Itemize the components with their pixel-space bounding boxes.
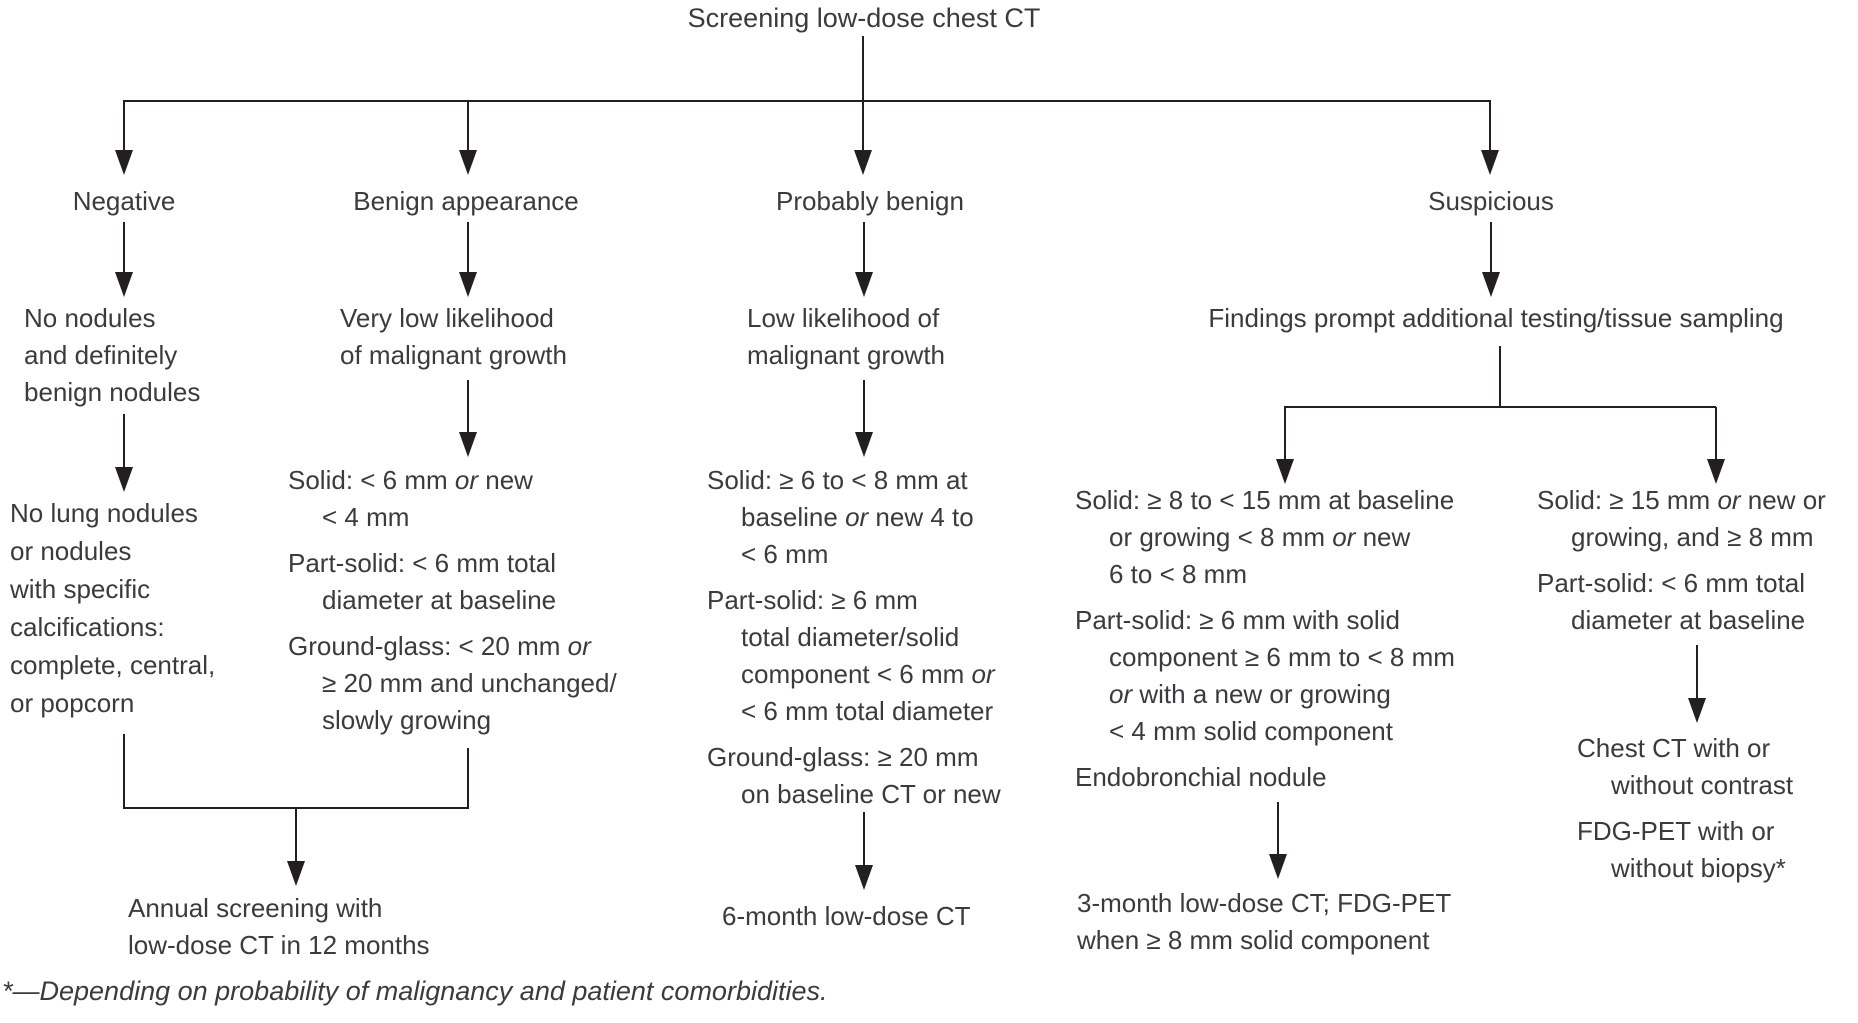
- benign-criteria: Solid: < 6 mm or new < 4 mm Part-solid: …: [288, 462, 617, 739]
- criteria-line: Endobronchial nodule: [1075, 762, 1327, 792]
- arrow-suspicious-summary: [1482, 222, 1500, 297]
- criteria-line: or with a new or growing: [1109, 679, 1391, 709]
- top-rail-line: [123, 100, 1491, 102]
- arrow-title-to-probably-benign: [854, 36, 872, 175]
- flowchart-title: Screening low-dose chest CT: [687, 3, 1041, 33]
- summary-line: Low likelihood of: [747, 303, 940, 333]
- criteria-line: or popcorn: [10, 688, 135, 718]
- outcome-line: without contrast: [1611, 770, 1794, 800]
- criteria-line: < 6 mm: [741, 539, 829, 569]
- merge-right-line: [467, 748, 469, 808]
- suspicious-left-outcome: 3-month low-dose CT; FDG-PET when ≥ 8 mm…: [1077, 885, 1451, 959]
- annual-screening-outcome: Annual screening with low-dose CT in 12 …: [128, 890, 430, 964]
- arrow-probably-benign-summary: [855, 222, 873, 297]
- outcome-line: Annual screening with: [128, 893, 383, 923]
- criteria-line: < 4 mm solid component: [1109, 716, 1393, 746]
- summary-line: of malignant growth: [340, 340, 567, 370]
- criteria-line: < 6 mm total diameter: [741, 696, 994, 726]
- summary-line: No nodules: [24, 303, 156, 333]
- criteria-line: Ground-glass: < 20 mm or: [288, 631, 591, 661]
- label-suspicious: Suspicious: [1428, 186, 1554, 216]
- criteria-line: No lung nodules: [10, 498, 198, 528]
- arrow-suspicious-left: [1276, 407, 1294, 484]
- arrow-negative-criteria: [115, 414, 133, 492]
- negative-criteria: No lung nodules or nodules with specific…: [10, 494, 215, 722]
- criteria-line: slowly growing: [322, 705, 492, 735]
- arrow-suspicious-right: [1707, 407, 1725, 484]
- suspicious-right-criteria: Solid: ≥ 15 mm or new or growing, and ≥ …: [1537, 482, 1826, 639]
- criteria-line: Part-solid: ≥ 6 mm: [707, 585, 918, 615]
- summary-line: benign nodules: [24, 377, 201, 407]
- label-benign-appearance: Benign appearance: [353, 186, 579, 216]
- criteria-line: complete, central,: [10, 650, 216, 680]
- criteria-line: ≥ 20 mm and unchanged/: [322, 668, 617, 698]
- merge-left-line: [123, 734, 125, 808]
- criteria-line: Part-solid: < 6 mm total: [1537, 568, 1806, 598]
- criteria-line: Part-solid: ≥ 6 mm with solid: [1075, 605, 1400, 635]
- label-negative: Negative: [72, 186, 176, 216]
- footnote: *—Depending on probability of malignancy…: [2, 976, 828, 1006]
- suspicious-drop-line: [1499, 346, 1501, 407]
- criteria-line: Solid: ≥ 6 to < 8 mm at: [707, 465, 968, 495]
- criteria-line: total diameter/solid: [741, 622, 960, 652]
- outcome-line: when ≥ 8 mm solid component: [1077, 925, 1430, 955]
- negative-summary: No nodules and definitely benign nodules: [24, 300, 200, 411]
- label-probably-benign: Probably benign: [776, 186, 964, 216]
- arrow-chest-ct: [1688, 645, 1706, 723]
- outcome-line: 6-month low-dose CT: [722, 901, 971, 931]
- criteria-line: component < 6 mm or: [741, 659, 995, 689]
- probably-benign-summary: Low likelihood of malignant growth: [747, 300, 945, 374]
- criteria-line: 6 to < 8 mm: [1109, 559, 1247, 589]
- arrow-6-month-ct: [855, 812, 873, 890]
- arrow-rail-to-suspicious: [1481, 100, 1499, 175]
- outcome-line: Chest CT with or: [1577, 733, 1771, 763]
- arrow-rail-to-negative: [115, 100, 133, 175]
- criteria-line: Ground-glass: ≥ 20 mm: [707, 742, 979, 772]
- criteria-line: Solid: ≥ 15 mm or new or: [1537, 485, 1826, 515]
- criteria-line: Solid: < 6 mm or new: [288, 465, 533, 495]
- outcome-line: without biopsy*: [1611, 853, 1786, 883]
- arrow-benign-criteria: [459, 380, 477, 457]
- criteria-line: component ≥ 6 mm to < 8 mm: [1109, 642, 1455, 672]
- outcome-line: 3-month low-dose CT; FDG-PET: [1077, 888, 1452, 918]
- criteria-line: baseline or new 4 to: [741, 502, 974, 532]
- outcome-line: FDG-PET with or: [1577, 816, 1775, 846]
- summary-line: malignant growth: [747, 340, 945, 370]
- summary-line: and definitely: [24, 340, 178, 370]
- criteria-line: growing, and ≥ 8 mm: [1571, 522, 1814, 552]
- criteria-line: with specific: [10, 574, 151, 604]
- benign-summary: Very low likelihood of malignant growth: [340, 300, 567, 374]
- probably-benign-criteria: Solid: ≥ 6 to < 8 mm at baseline or new …: [707, 462, 1001, 813]
- criteria-line: or growing < 8 mm or new: [1109, 522, 1411, 552]
- criteria-line: or nodules: [10, 536, 132, 566]
- summary-line: Very low likelihood: [340, 303, 554, 333]
- arrow-3-month-ct: [1269, 802, 1287, 879]
- suspicious-summary: Findings prompt additional testing/tissu…: [1208, 303, 1784, 333]
- arrow-negative-summary: [115, 222, 133, 297]
- suspicious-bracket-line: [1284, 406, 1716, 408]
- outcome-line: low-dose CT in 12 months: [128, 930, 430, 960]
- suspicious-left-criteria: Solid: ≥ 8 to < 15 mm at baseline or gro…: [1075, 482, 1455, 796]
- arrow-benign-summary: [459, 222, 477, 297]
- criteria-line: diameter at baseline: [322, 585, 557, 615]
- arrow-annual-screening: [287, 808, 305, 886]
- criteria-line: Solid: ≥ 8 to < 15 mm at baseline: [1075, 485, 1455, 515]
- criteria-line: < 4 mm: [322, 502, 410, 532]
- arrow-probably-benign-criteria: [855, 380, 873, 457]
- criteria-line: Part-solid: < 6 mm total: [288, 548, 557, 578]
- criteria-line: calcifications:: [10, 612, 165, 642]
- arrow-rail-to-benign: [459, 100, 477, 175]
- criteria-line: on baseline CT or new: [741, 779, 1001, 809]
- suspicious-right-outcome: Chest CT with or without contrast FDG-PE…: [1577, 730, 1793, 887]
- probably-benign-outcome: 6-month low-dose CT: [722, 898, 971, 935]
- criteria-line: diameter at baseline: [1571, 605, 1806, 635]
